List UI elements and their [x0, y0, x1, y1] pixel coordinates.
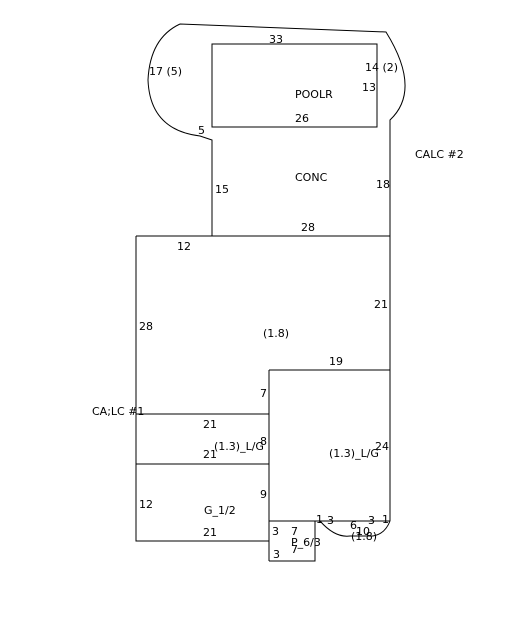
calc1-callout: CA;LC #1 [92, 405, 144, 418]
small-factor-label: (1.8) [351, 530, 377, 543]
dim-conc-right: 18 [376, 178, 390, 191]
pool-outline [147, 23, 406, 236]
dim-left-ug-8: 8 [260, 435, 267, 448]
dim-pool-top: 33 [269, 33, 283, 46]
dim-pool-bottom: 26 [295, 112, 309, 125]
dim-conc-bottom: 28 [301, 221, 315, 234]
dim-garage-9: 9 [260, 488, 267, 501]
dim-left-ug-bottom: 21 [203, 448, 217, 461]
garage-label: G_1/2 [204, 504, 236, 517]
dim-porch-3c: 3 [327, 514, 334, 527]
dim-porch-1b: 1 [382, 513, 389, 526]
dim-pool-left-arc: 17 (5) [149, 65, 182, 78]
dim-main-left: 28 [139, 320, 153, 333]
dim-right-top: 19 [329, 355, 343, 368]
porch-label: P_6/3 [291, 536, 321, 549]
dim-porch-7a: 7 [291, 525, 298, 538]
dim-pool-right: 14 (2) [365, 61, 398, 74]
dim-porch-3b: 3 [273, 548, 280, 561]
concrete-label: CONC [295, 171, 328, 184]
porch-box [269, 521, 316, 562]
dim-porch-10: 10 [356, 525, 370, 538]
dim-conc-left: 15 [215, 183, 229, 196]
left-ug-label: (1.3)_L/G [214, 440, 264, 453]
pool-rectangle [211, 43, 378, 128]
dim-porch-6: 6 [350, 519, 357, 532]
calc2-callout: CALC #2 [415, 148, 464, 161]
dim-pool-5: 5 [198, 124, 205, 137]
dim-main-right: 21 [374, 298, 388, 311]
dim-right-24: 24 [375, 440, 389, 453]
porch-curve [319, 520, 391, 537]
pool-label: POOLR [295, 88, 333, 101]
main-factor-label: (1.8) [263, 327, 289, 340]
dim-garage-left: 12 [139, 498, 153, 511]
main-outline [135, 235, 391, 542]
dim-notch-7: 7 [260, 387, 267, 400]
right-ug-label: (1.3)_L/G [329, 447, 379, 460]
dim-porch-7b: 7 [291, 543, 298, 556]
dim-left-ug-top: 21 [203, 418, 217, 431]
dim-porch-1a: 1 [316, 513, 323, 526]
dim-main-top: 12 [177, 240, 191, 253]
dim-garage-bottom: 21 [203, 526, 217, 539]
dim-pool-13: 13 [362, 81, 376, 94]
dim-porch-3a: 3 [272, 525, 279, 538]
dim-porch-3d: 3 [368, 514, 375, 527]
